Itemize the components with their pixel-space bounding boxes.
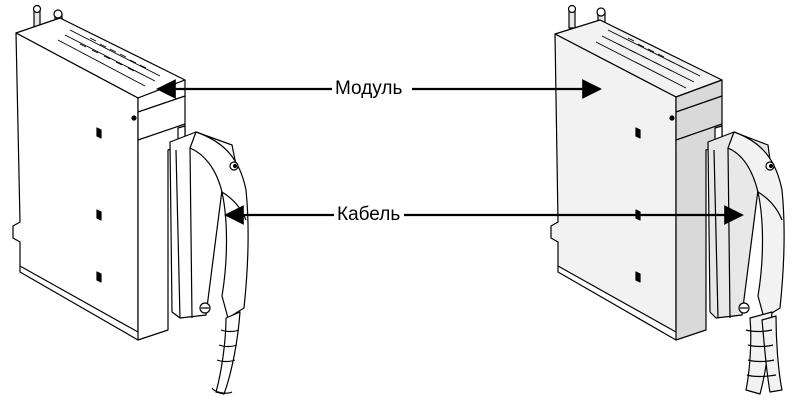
- cable-left: [215, 311, 241, 395]
- cable-hood-left: [189, 131, 249, 319]
- cable-label: Кабель: [335, 204, 403, 226]
- module-illustration-left: [12, 4, 249, 395]
- module-label: Модуль: [333, 78, 405, 100]
- terminal-ridges-right: [595, 29, 701, 89]
- side-marks-right: [635, 127, 641, 283]
- terminal-ridges-left: [57, 29, 161, 87]
- side-marks-left: [96, 127, 102, 283]
- module-illustration-right: [550, 4, 785, 395]
